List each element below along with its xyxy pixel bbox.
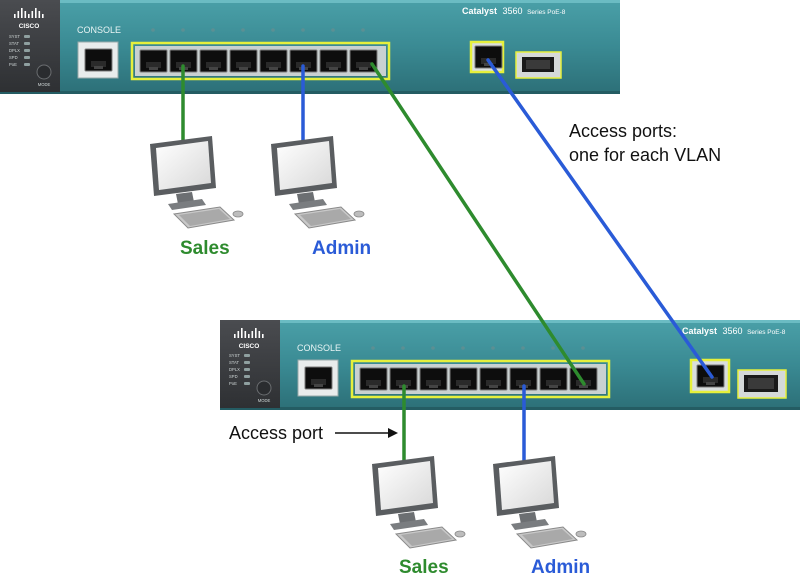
mode-button-icon bbox=[36, 64, 52, 80]
ethernet-port-icon bbox=[359, 367, 388, 391]
ethernet-port-icon bbox=[229, 49, 258, 73]
switch-bottom-faceplate bbox=[220, 320, 280, 408]
uplink-port-icon bbox=[474, 45, 503, 69]
host-label-bottom-admin: Admin bbox=[531, 557, 591, 578]
port-block-highlight bbox=[130, 41, 391, 81]
console-port-icon bbox=[84, 48, 113, 72]
cable-sales-interswitch bbox=[370, 62, 586, 386]
ethernet-port-icon bbox=[139, 49, 168, 73]
led-label: STAT bbox=[229, 360, 240, 365]
switch-top-led-list: SYST STAT DPLX SPD PoE bbox=[9, 34, 20, 67]
ethernet-port-icon bbox=[449, 367, 478, 391]
computer-icon-bottom-admin bbox=[492, 455, 587, 549]
model-name: Catalyst 3560 Series PoE-8 bbox=[462, 6, 566, 16]
port-led-row bbox=[151, 28, 365, 32]
model-brand: Catalyst bbox=[682, 326, 717, 336]
switch-bottom-led-list: SYST STAT DPLX SPD PoE bbox=[229, 353, 240, 386]
console-label: CONSOLE bbox=[297, 343, 341, 353]
ethernet-port-icon bbox=[349, 49, 378, 73]
access-port-arrow-icon bbox=[335, 428, 398, 438]
led-label: PoE bbox=[9, 62, 17, 67]
switch-top: CISCO SYST STAT DPLX SPD PoE MODE CONSOL… bbox=[0, 0, 620, 94]
port-block-highlight bbox=[350, 359, 611, 399]
host-label-top-admin: Admin bbox=[312, 238, 372, 259]
computer-icon-bottom-sales bbox=[371, 455, 466, 549]
led-label: PoE bbox=[229, 381, 237, 386]
ethernet-port-icon bbox=[259, 49, 288, 73]
computer-icon-top-sales bbox=[149, 135, 244, 229]
led-label: DPLX bbox=[9, 48, 20, 53]
cables bbox=[181, 58, 714, 462]
ethernet-port-icon bbox=[199, 49, 228, 73]
status-led-icon bbox=[24, 35, 30, 66]
model-brand: Catalyst bbox=[462, 6, 497, 16]
host-label-top-sales: Sales bbox=[180, 238, 230, 259]
switch-bottom-brand: CISCO bbox=[239, 343, 260, 350]
cable-admin-interswitch bbox=[486, 58, 714, 379]
led-label: STAT bbox=[9, 41, 20, 46]
led-label: SYST bbox=[9, 34, 20, 39]
ethernet-port-icon bbox=[479, 367, 508, 391]
led-label: SPD bbox=[229, 374, 238, 379]
console-label: CONSOLE bbox=[77, 25, 121, 35]
model-name: Catalyst 3560 Series PoE-8 bbox=[682, 326, 786, 336]
mode-button-icon bbox=[256, 380, 272, 396]
annotation-access-ports-line1: Access ports: bbox=[569, 121, 678, 141]
led-label: SYST bbox=[229, 353, 240, 358]
switch-bottom: CISCO SYST STAT DPLX SPD PoE MODE CONSOL… bbox=[220, 320, 800, 410]
mode-label: MODE bbox=[38, 82, 51, 87]
switch-top-faceplate bbox=[0, 0, 60, 92]
led-label: SPD bbox=[9, 55, 18, 60]
annotation-access-ports-line2: one for each VLAN bbox=[569, 145, 722, 165]
model-series: Series PoE-8 bbox=[747, 329, 786, 336]
ethernet-port-icon bbox=[539, 367, 568, 391]
led-label: DPLX bbox=[229, 367, 240, 372]
host-label-bottom-sales: Sales bbox=[399, 557, 449, 578]
model-number: 3560 bbox=[503, 6, 523, 16]
annotation-access-port: Access port bbox=[229, 423, 324, 443]
ethernet-port-icon bbox=[419, 367, 448, 391]
model-series: Series PoE-8 bbox=[527, 9, 566, 16]
mode-label: MODE bbox=[258, 398, 271, 403]
switch-top-brand: CISCO bbox=[19, 23, 40, 30]
status-led-icon bbox=[244, 354, 250, 385]
port-led-row bbox=[371, 346, 585, 350]
model-number: 3560 bbox=[723, 326, 743, 336]
computer-icon-top-admin bbox=[270, 135, 365, 229]
ethernet-port-icon bbox=[319, 49, 348, 73]
console-port-icon bbox=[304, 366, 333, 390]
annotation-access-ports: Access ports: one for each VLAN bbox=[569, 119, 721, 167]
